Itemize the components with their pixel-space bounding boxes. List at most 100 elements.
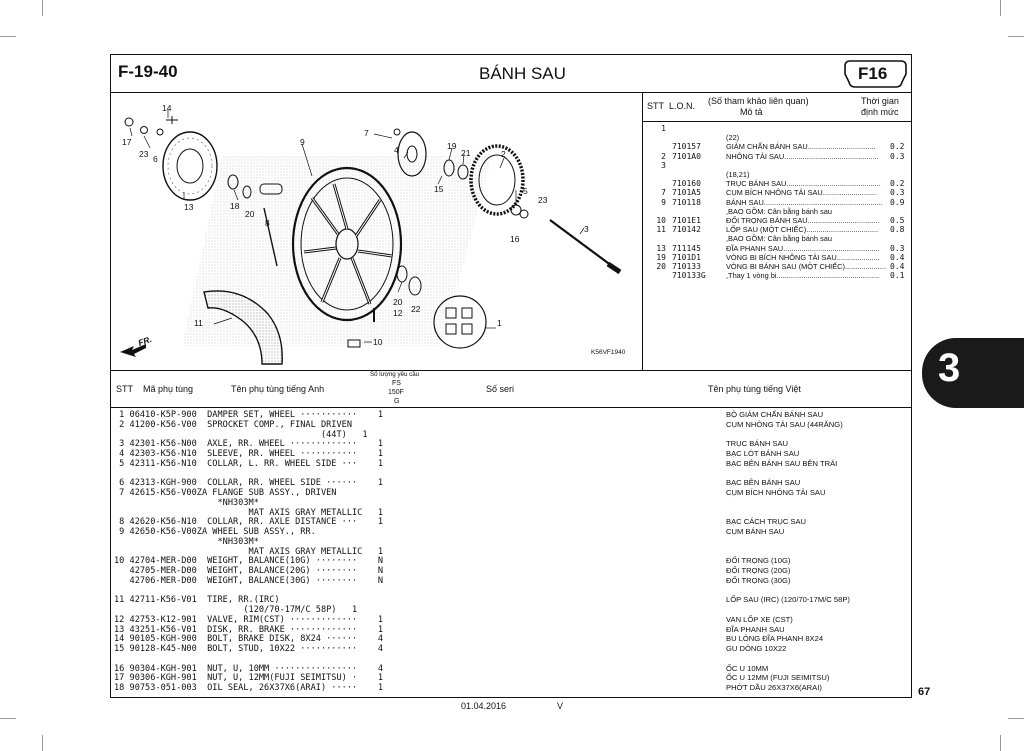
table-row	[114, 586, 910, 596]
part-name-vi: VAN LỐP XE (CST)	[726, 614, 793, 624]
table-row: 17 90306-KGH-901 NUT, U, 12MM(FUJI SEIMI…	[114, 673, 910, 683]
part-line: 4 42303-K56-N10 SLEEVE, RR. WHEEL ······…	[114, 449, 384, 459]
part-name-vi: CỤM BÁNH SAU	[726, 527, 785, 536]
ref-row-desc: ,BAO GỒM: Cân bằng bánh sau	[726, 234, 832, 244]
part-name-vi: ĐỐI TRỌNG (10G)	[726, 556, 791, 566]
table-row: 13 43251-K56-V01 DISK, RR. BRAKE ·······…	[114, 625, 910, 635]
ref-row-desc: TRỤC BÁNH SAU...........................…	[726, 179, 881, 189]
callout-23b: 23	[538, 195, 548, 205]
part-name-vi: ĐĨA PHANH SAU	[726, 624, 785, 634]
badge-frame-icon	[844, 60, 907, 88]
table-row: 8 42620-K56-N10 COLLAR, RR. AXLE DISTANC…	[114, 517, 910, 527]
table-row: 42705-MER-D00 WEIGHT, BALANCE(20G) ·····…	[114, 566, 910, 576]
crop-mark	[0, 718, 16, 719]
ref-row-lon: 710133	[672, 262, 701, 271]
exploded-diagram	[120, 110, 622, 365]
callout-11: 11	[194, 318, 203, 328]
crop-mark	[1000, 735, 1001, 751]
callout-20b: 20	[393, 297, 403, 307]
part-name-vi: ỐC U 12MM (FUJI SEIMITSU)	[726, 673, 830, 683]
parts-header-divider	[110, 407, 912, 409]
callout-23: 23	[139, 149, 149, 159]
ref-row-desc: ,BAO GỒM: Cân bằng bánh sau	[726, 206, 832, 216]
callout-14: 14	[162, 103, 172, 113]
table-row: 4 42303-K56-N10 SLEEVE, RR. WHEEL ······…	[114, 449, 910, 459]
parts-vi-header: Tên phụ tùng tiếng Việt	[708, 384, 801, 394]
part-line: 15 90128-K45-N00 BOLT, STUD, 10X22 ·····…	[114, 644, 384, 654]
ref-row-stt: 20	[656, 262, 666, 271]
table-row: 18 90753-051-003 OIL SEAL, 26X37X6(ARAI)…	[114, 683, 910, 693]
part-name-vi: BẠC BÊN BÁNH SAU BÊN TRÁI	[726, 458, 838, 468]
part-name-vi: GU DÔNG 10X22	[726, 644, 787, 653]
page-title: BÁNH SAU	[479, 64, 566, 83]
part-line: 11 42711-K56-V01 TIRE, RR.(IRC)	[114, 595, 280, 606]
part-line: 10 42704-MER-D00 WEIGHT, BALANCE(10G) ··…	[114, 556, 384, 567]
parts-qty-header-3: 150F	[388, 389, 404, 396]
part-name-vi: ĐỐI TRỌNG (20G)	[726, 566, 791, 575]
ref-row-stt: 13	[656, 243, 666, 253]
parts-qty-header-2: FS	[392, 380, 401, 387]
sprocket-icon	[469, 144, 525, 216]
callout-22: 22	[411, 304, 421, 314]
callout-12: 12	[393, 308, 403, 318]
ref-lon-header: L.O.N.	[669, 101, 696, 111]
callout-13: 13	[184, 202, 194, 212]
ref-row-lon: 710160	[672, 179, 701, 189]
crop-mark	[1008, 36, 1024, 37]
callout-8: 8	[265, 218, 270, 228]
table-row: (44T) 1	[114, 430, 910, 440]
ref-row-desc: ,Thay 1 vòng bi.........................…	[726, 271, 880, 281]
ref-row-desc: ĐĨA PHANH SAU...........................…	[726, 243, 880, 253]
ref-row-desc: VÒNG BI BÁNH SAU (MỘT CHIẾC)............…	[726, 262, 886, 271]
part-line: 5 42311-K56-N10 COLLAR, L. RR. WHEEL SID…	[114, 458, 384, 469]
bearing-icon	[227, 174, 283, 199]
ref-row-time: 0.3	[890, 188, 905, 198]
table-row: *NH303M*	[114, 537, 910, 547]
parts-qty-header-1: Số lượng yêu cầu	[370, 371, 420, 378]
part-line: 16 90304-KGH-901 NUT, U, 10MM ··········…	[114, 663, 384, 674]
part-name-vi: CỤM BÍCH NHÔNG TẢI SAU	[726, 488, 826, 497]
page-number: 67	[918, 686, 931, 698]
part-name-vi: BẠC LÓT BÁNH SAU	[726, 449, 800, 458]
ref-row-stt: 2	[661, 151, 666, 161]
brake-disc-icon	[162, 131, 218, 201]
ref-row-desc: ĐỐI TRỌNG BÁNH SAU......................…	[726, 216, 880, 225]
ref-time-header-1: Thời gian	[861, 96, 899, 106]
ref-stt-header: STT	[647, 101, 664, 111]
part-line: MAT AXIS GRAY METALLIC 1	[114, 546, 384, 557]
callout-17: 17	[122, 137, 132, 147]
table-row: 10 42704-MER-D00 WEIGHT, BALANCE(10G) ··…	[114, 556, 910, 566]
callout-3: 3	[584, 224, 589, 234]
ref-row-lon: 710133G	[672, 271, 706, 281]
ref-row-lon: 7101E1	[672, 216, 701, 225]
table-row: 16 90304-KGH-901 NUT, U, 10MM ··········…	[114, 664, 910, 674]
crop-mark	[42, 735, 43, 751]
callout-21: 21	[461, 148, 471, 158]
part-line: 7 42615-K56-V00ZA FLANGE SUB ASSY., DRIV…	[114, 488, 337, 498]
ref-row-time: 0.4	[890, 262, 905, 271]
ref-row-desc: (18,21)	[726, 170, 750, 179]
bolt-icon	[124, 116, 178, 136]
ref-row-time: 0.5	[890, 216, 905, 225]
diagram-divider	[110, 370, 912, 371]
table-row: MAT AXIS GRAY METALLIC 1	[114, 508, 910, 518]
table-row	[114, 654, 910, 664]
part-line: 6 42313-KGH-900 COLLAR, RR. WHEEL SIDE ·…	[114, 478, 384, 489]
part-name-vi: CỤM NHÔNG TẢI SAU (44RĂNG)	[726, 419, 843, 429]
part-line: 42706-MER-D00 WEIGHT, BALANCE(30G) ·····…	[114, 575, 384, 586]
table-row: *NH303M*	[114, 498, 910, 508]
parts-en-header: Tên phụ tùng tiếng Anh	[231, 384, 325, 394]
table-row: 9 42650-K56-V00ZA WHEEL SUB ASSY., RR.CỤ…	[114, 527, 910, 537]
ref-row-time: 0.9	[890, 197, 905, 207]
table-row: 3 42301-K56-N00 AXLE, RR. WHEEL ········…	[114, 439, 910, 449]
callout-19: 19	[447, 141, 457, 151]
table-row: 5 42311-K56-N10 COLLAR, L. RR. WHEEL SID…	[114, 459, 910, 469]
part-line: 42705-MER-D00 WEIGHT, BALANCE(20G) ·····…	[114, 566, 384, 576]
table-row: 7 42615-K56-V00ZA FLANGE SUB ASSY., DRIV…	[114, 488, 910, 498]
callout-5: 5	[523, 186, 528, 196]
part-line: 1 06410-K5P-900 DAMPER SET, WHEEL ······…	[114, 410, 384, 420]
part-line: 3 42301-K56-N00 AXLE, RR. WHEEL ········…	[114, 439, 384, 450]
ref-row-time: 0.8	[890, 225, 905, 235]
ref-row-desc: LỐP SAU (MỘT CHIẾC).....................…	[726, 225, 879, 235]
table-row: MAT AXIS GRAY METALLIC 1	[114, 547, 910, 557]
